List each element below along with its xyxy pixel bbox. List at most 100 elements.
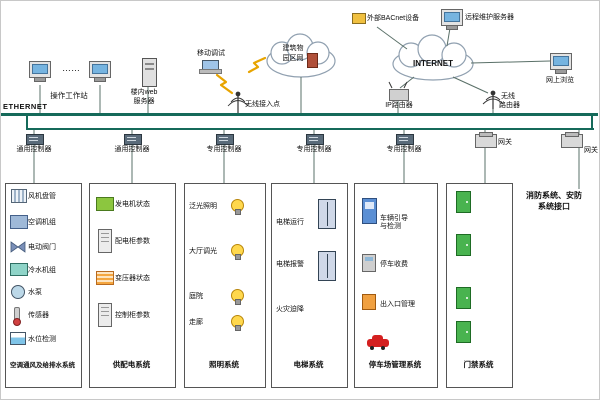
door-icon — [456, 234, 471, 256]
subsystem-box-access — [446, 183, 513, 388]
fan-coil-icon — [11, 189, 27, 203]
hvac-item-label: 传感器 — [28, 312, 49, 319]
hvac-item-label: 电动阀门 — [28, 244, 56, 251]
web-browse-workstation-icon — [550, 53, 572, 74]
parking-item-label: 出入口管理 — [380, 301, 415, 308]
ethernet-bus — [1, 113, 598, 130]
ip-router-icon — [389, 89, 409, 101]
air-handler-icon — [10, 215, 28, 229]
operator-workstation-label: 操作工作站 — [50, 91, 88, 100]
web-server-label-1: 楼内web — [130, 89, 158, 96]
operator-workstation-icon — [89, 61, 111, 82]
controller-icon — [26, 134, 44, 145]
fire-security-interface-label-1: 消防系统、安防 — [526, 191, 582, 200]
internet-label: INTERNET — [413, 59, 453, 68]
chiller-icon — [10, 263, 28, 276]
building-cloud-label-2: 园区网 — [282, 55, 304, 62]
controller-label: 专用控制器 — [386, 146, 422, 153]
subsystem-name: 空调通风及给排水系统 — [10, 362, 75, 369]
web-server-label-2: 服务器 — [133, 98, 155, 105]
light-bulb-icon — [231, 315, 244, 331]
ethernet-label: ETHERNET — [3, 102, 48, 111]
power-item-label: 发电机状态 — [115, 201, 150, 208]
remote-server-label: 远程维护服务器 — [465, 14, 514, 21]
subsystem-name: 供配电系统 — [112, 360, 151, 369]
parking-item-label: 车辆引导与检测 — [380, 215, 408, 231]
controller-label: 专用控制器 — [296, 146, 332, 153]
sensor-icon — [13, 307, 21, 326]
gateway-label: 网关 — [584, 147, 598, 154]
mobile-workstation-icon — [199, 60, 222, 74]
door-icon — [456, 287, 471, 309]
wireless-link-icon — [215, 56, 267, 95]
web-server-icon — [142, 58, 157, 87]
control-cabinet-icon — [98, 303, 112, 327]
gateway-icon — [475, 132, 497, 148]
subsystem-box-lighting — [184, 183, 266, 388]
entrance-gate-icon — [362, 294, 376, 310]
light-bulb-icon — [231, 199, 244, 215]
hvac-item-label: 冷水机组 — [28, 267, 56, 274]
toll-machine-icon — [362, 254, 376, 272]
controller-label: 通用控制器 — [16, 146, 52, 153]
elevator-item-label: 电梯运行 — [276, 219, 304, 226]
wireless-ap-label: 无线接入点 — [245, 101, 280, 108]
light-bulb-icon — [231, 289, 244, 305]
gateway-label: 网关 — [498, 139, 512, 146]
fire-security-interface-label-2: 系统接口 — [538, 202, 570, 211]
power-item-label: 控制柜参数 — [115, 312, 150, 319]
workstation-ellipsis: …… — [62, 63, 80, 73]
power-item-label: 变压器状态 — [115, 275, 150, 282]
subsystem-box-parking — [354, 183, 438, 388]
subsystem-name: 照明系统 — [209, 360, 239, 369]
ip-router-label: IP路由器 — [385, 102, 413, 109]
ip-router-antennas-icon — [388, 81, 408, 89]
elevator-icon — [318, 251, 336, 281]
hvac-item-label: 空调机组 — [28, 219, 56, 226]
wireless-router-label-1: 无线 — [501, 93, 515, 100]
bacnet-device-icon — [352, 13, 366, 24]
pump-icon — [11, 285, 25, 299]
power-item-label: 配电柜参数 — [115, 238, 150, 245]
hvac-item-label: 风机盘管 — [28, 193, 56, 200]
controller-icon — [306, 134, 324, 145]
subsystem-box-power — [89, 183, 176, 388]
vehicle-guidance-icon — [362, 198, 377, 224]
hvac-item-label: 水位检测 — [28, 336, 56, 343]
lighting-item-label: 庭院 — [189, 293, 203, 300]
car-icon — [367, 335, 389, 350]
wireless-router-label-2: 路由器 — [499, 102, 520, 109]
light-bulb-icon — [231, 244, 244, 260]
wireless-ap-antenna-icon — [227, 91, 249, 113]
valve-icon — [10, 241, 26, 253]
elevator-item-label: 电梯报警 — [276, 261, 304, 268]
web-browse-label: 网上浏览 — [546, 77, 574, 84]
building-network-device-icon — [307, 53, 318, 68]
controller-icon — [216, 134, 234, 145]
generator-icon — [96, 197, 114, 211]
hvac-item-label: 水泵 — [28, 289, 42, 296]
lighting-item-label: 大厅调光 — [189, 248, 217, 255]
wireless-router-antenna-icon — [482, 90, 504, 109]
remote-server-icon — [441, 9, 463, 30]
elevator-item-label: 火灾迫降 — [276, 306, 304, 313]
external-bacnet-label: 外部BACnet设备 — [367, 15, 420, 22]
distribution-cabinet-icon — [98, 229, 112, 253]
elevator-icon — [318, 199, 336, 229]
subsystem-box-elevator — [271, 183, 348, 388]
lighting-item-label: 走廊 — [189, 319, 203, 326]
building-cloud-label-1: 建筑物 — [282, 45, 304, 52]
controller-label: 专用控制器 — [206, 146, 242, 153]
subsystem-box-hvac — [5, 183, 82, 388]
door-icon — [456, 191, 471, 213]
door-icon — [456, 321, 471, 343]
mobile-debug-label: 移动调试 — [197, 50, 225, 57]
subsystem-name: 停车场管理系统 — [368, 360, 422, 369]
transformer-icon — [96, 271, 114, 285]
parking-item-label: 停车收费 — [380, 261, 408, 268]
internet-cloud — [392, 34, 474, 81]
controller-icon — [396, 134, 414, 145]
operator-workstation-icon — [29, 61, 51, 82]
